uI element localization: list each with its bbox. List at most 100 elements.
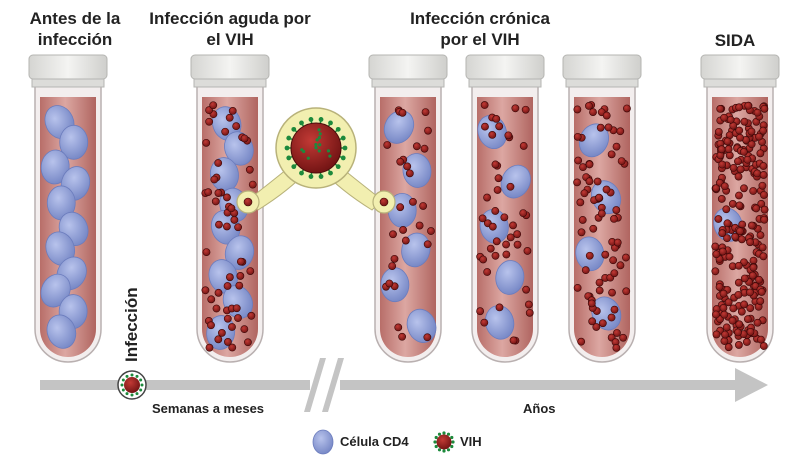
- hiv-particle: [616, 127, 625, 136]
- hiv-particle: [480, 318, 489, 327]
- hiv-particle: [759, 162, 768, 170]
- hiv-particle: [399, 226, 408, 234]
- hiv-particle: [737, 235, 746, 244]
- test-tube: [700, 54, 780, 363]
- hiv-particle: [585, 251, 594, 260]
- hiv-particle: [573, 283, 582, 292]
- hiv-particle: [756, 149, 765, 158]
- infection-label: Infección: [122, 287, 141, 362]
- hiv-particle: [493, 186, 502, 194]
- hiv-particle: [573, 105, 582, 114]
- hiv-particle: [735, 103, 744, 112]
- hiv-particle: [720, 113, 729, 122]
- hiv-particle: [232, 122, 241, 131]
- hiv-particle: [521, 105, 530, 114]
- hiv-particle: [585, 177, 594, 186]
- hiv-particle: [234, 223, 243, 232]
- hiv-particle: [622, 287, 631, 296]
- hiv-particle: [743, 315, 752, 324]
- hiv-particle: [215, 220, 223, 229]
- hiv-particle: [491, 160, 500, 169]
- hiv-particle: [483, 268, 492, 276]
- hiv-particle: [610, 305, 619, 314]
- hiv-particle: [719, 304, 728, 312]
- hiv-particle: [725, 252, 734, 261]
- hiv-particle: [722, 323, 731, 332]
- hiv-particle: [424, 126, 432, 135]
- hiv-particle: [718, 247, 727, 256]
- hiv-particle: [612, 206, 621, 214]
- hiv-particle: [623, 104, 631, 113]
- hiv-particle: [760, 191, 768, 199]
- hiv-particle: [585, 160, 594, 169]
- legend-icons: [312, 429, 455, 455]
- hiv-particle: [747, 221, 756, 230]
- cd4-cell: [383, 110, 415, 144]
- hiv-particle: [740, 184, 748, 193]
- hiv-particle: [245, 165, 254, 174]
- hiv-particle: [423, 333, 432, 342]
- hiv-particle: [228, 323, 236, 331]
- hiv-particle: [223, 222, 231, 231]
- hiv-particle: [421, 108, 430, 116]
- hiv-particle: [398, 108, 407, 117]
- hiv-particle: [604, 123, 613, 132]
- hiv-particle: [588, 317, 597, 326]
- hiv-particle: [235, 281, 244, 290]
- hiv-particle: [718, 160, 727, 169]
- hiv-particle: [205, 106, 213, 115]
- hiv-particle: [724, 343, 733, 352]
- timeline-segment-1: [40, 380, 310, 390]
- test-tube: [368, 54, 448, 363]
- timeline-break-mark: [322, 358, 344, 412]
- hiv-particle: [519, 142, 528, 150]
- hiv-particle: [581, 266, 590, 275]
- hiv-particle: [576, 198, 585, 207]
- hiv-particle: [486, 244, 495, 253]
- hiv-particle: [579, 163, 587, 172]
- hiv-particle: [236, 257, 245, 266]
- hiv-particle: [595, 286, 604, 295]
- stage-title-aids: SIDA: [714, 31, 756, 50]
- hiv-particle: [608, 288, 616, 297]
- hiv-particle: [742, 338, 751, 346]
- hiv-particle: [217, 329, 226, 337]
- hiv-particle: [225, 273, 234, 282]
- hiv-particle: [736, 165, 745, 174]
- virus-magnifier: [236, 107, 396, 214]
- hiv-particle: [746, 238, 754, 247]
- hiv-particle: [504, 131, 513, 140]
- hiv-particle: [757, 335, 765, 344]
- hiv-particle: [739, 148, 748, 156]
- hiv-particle: [734, 157, 742, 166]
- hiv-particle: [230, 216, 239, 224]
- hiv-particle: [412, 142, 421, 151]
- hiv-particle: [734, 172, 743, 181]
- hiv-particle: [388, 262, 397, 271]
- hiv-particle: [592, 323, 601, 331]
- hiv-particle: [755, 132, 763, 141]
- hiv-particle: [753, 169, 762, 178]
- hiv-particle: [481, 122, 489, 131]
- hiv-particle: [722, 205, 731, 214]
- hiv-particle: [419, 202, 428, 210]
- hiv-particle: [232, 304, 241, 313]
- hiv-particle: [585, 102, 593, 110]
- hiv-particle: [589, 108, 597, 116]
- hiv-particle: [204, 188, 213, 197]
- hiv-particle: [734, 290, 743, 299]
- hiv-particle: [578, 216, 587, 224]
- hiv-particle: [737, 307, 746, 316]
- hiv-particle: [759, 126, 768, 135]
- hiv-particle: [723, 219, 732, 228]
- hiv-particle: [613, 238, 622, 247]
- hiv-particle: [240, 134, 249, 143]
- hiv-particle: [734, 261, 743, 270]
- hiv-particle: [423, 240, 432, 249]
- hiv-particle: [223, 314, 232, 323]
- timeline-arrowhead: [735, 368, 768, 402]
- hiv-particle: [728, 200, 737, 208]
- test-tube: [190, 54, 270, 363]
- hiv-particle: [743, 155, 752, 164]
- hiv-particle: [610, 215, 618, 223]
